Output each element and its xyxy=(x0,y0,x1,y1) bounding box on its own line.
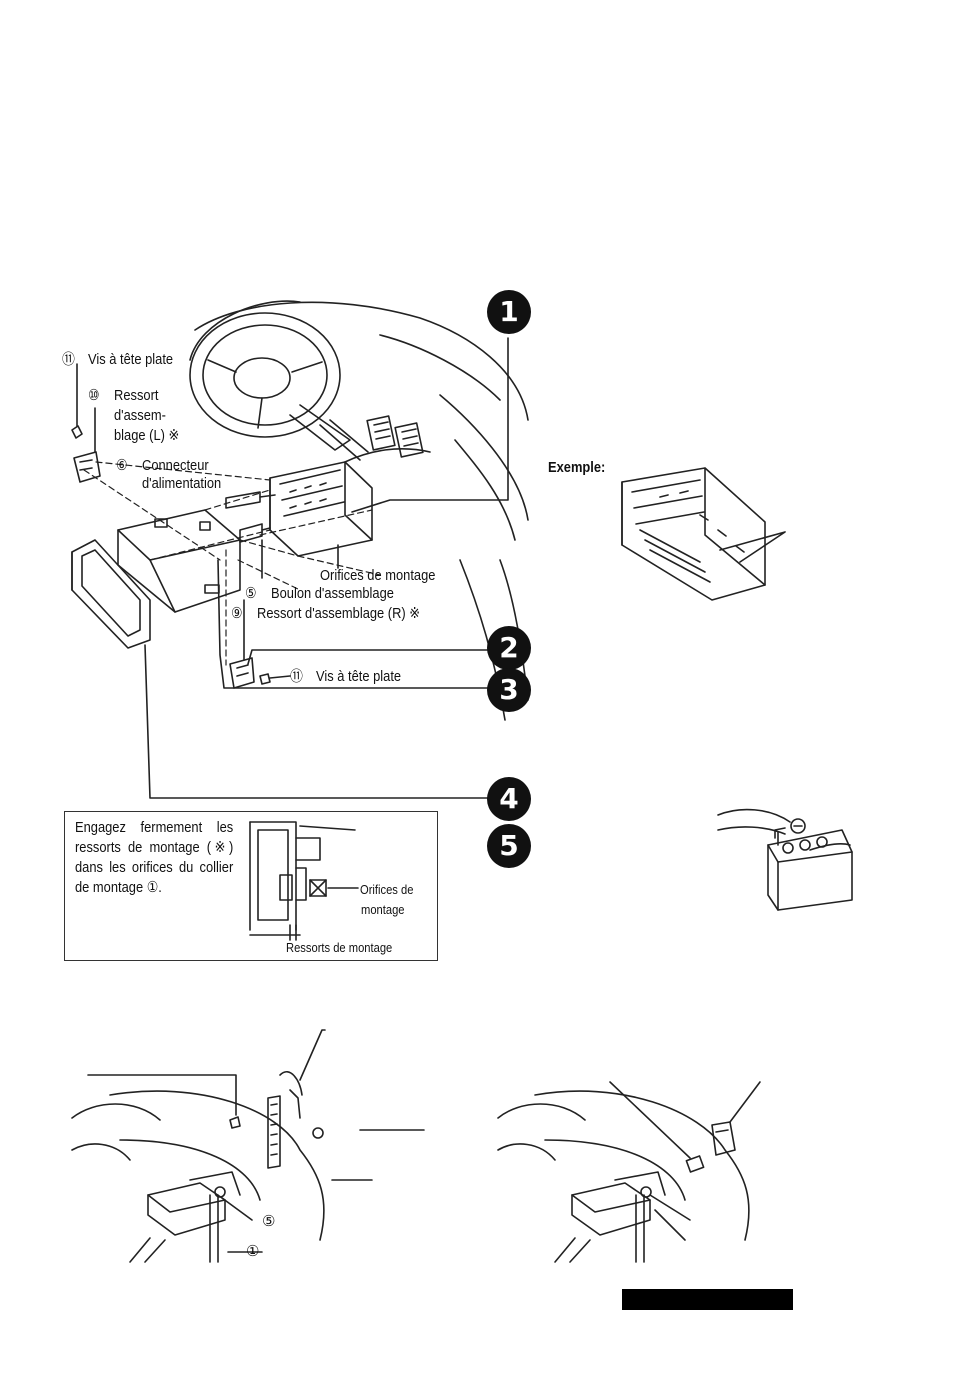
steering-wheel xyxy=(189,312,369,461)
spring-r xyxy=(229,657,255,689)
redaction-bar xyxy=(622,1289,793,1310)
dashboard-outline xyxy=(194,301,529,421)
inset-label-orifices-line2: montage xyxy=(361,902,405,917)
inset-label-orifices-line1: Orifices de xyxy=(360,882,414,897)
inset-label-ressorts: Ressorts de montage xyxy=(286,940,393,955)
label-ressort-l-line1: Ressort xyxy=(114,387,159,404)
leader-step-4 xyxy=(144,644,501,799)
label-vis-tete-plate-bottom: Vis à tête plate xyxy=(316,668,402,685)
marker-5: ⑤ xyxy=(245,585,257,602)
note-inset-drawing xyxy=(249,821,359,941)
marker-5-bottom: ⑤ xyxy=(262,1213,276,1230)
battery-illustration xyxy=(717,808,853,911)
mounting-note-box: Engagez fermement les ressorts de montag… xyxy=(64,811,438,961)
label-ressort-l-line2: d'assem- xyxy=(114,407,166,424)
trim-frame xyxy=(71,539,151,649)
label-boulon: Boulon d'assemblage xyxy=(271,585,394,602)
label-ressort-r: Ressort d'assemblage (R) ※ xyxy=(257,605,421,622)
bottom-left-illustration xyxy=(71,1029,425,1263)
marker-6: ⑥ xyxy=(116,457,128,474)
label-connecteur-line2: d'alimentation xyxy=(142,475,222,492)
leader-step-1 xyxy=(351,337,509,513)
spring-l xyxy=(73,451,101,483)
label-connecteur-line1: Connecteur xyxy=(142,457,209,474)
marker-10: ⑩ xyxy=(88,387,100,404)
leader-step-3 xyxy=(217,559,501,689)
step-1-badge: 1 xyxy=(487,290,531,334)
step-4-badge: 4 xyxy=(487,777,531,821)
step-5-badge: 5 xyxy=(487,824,531,868)
leader-step-2 xyxy=(247,649,501,665)
marker-9: ⑨ xyxy=(231,605,243,622)
marker-11-bottom: ⑪ xyxy=(290,668,303,685)
step-3-badge: 3 xyxy=(487,668,531,712)
example-collar xyxy=(621,467,786,601)
label-orifices-montage: Orifices de montage xyxy=(320,567,436,584)
mounting-note-text: Engagez fermement les ressorts de montag… xyxy=(75,819,234,896)
label-vis-tete-plate-top: Vis à tête plate xyxy=(88,351,174,368)
bottom-right-illustration xyxy=(497,1081,761,1263)
marker-11-top: ⑪ xyxy=(62,351,75,368)
label-exemple: Exemple: xyxy=(548,459,606,476)
mounting-collar xyxy=(269,448,431,557)
label-ressort-l-line3: blage (L) ※ xyxy=(114,427,180,444)
step-2-badge: 2 xyxy=(487,626,531,670)
marker-1-bottom: ① xyxy=(246,1243,260,1260)
